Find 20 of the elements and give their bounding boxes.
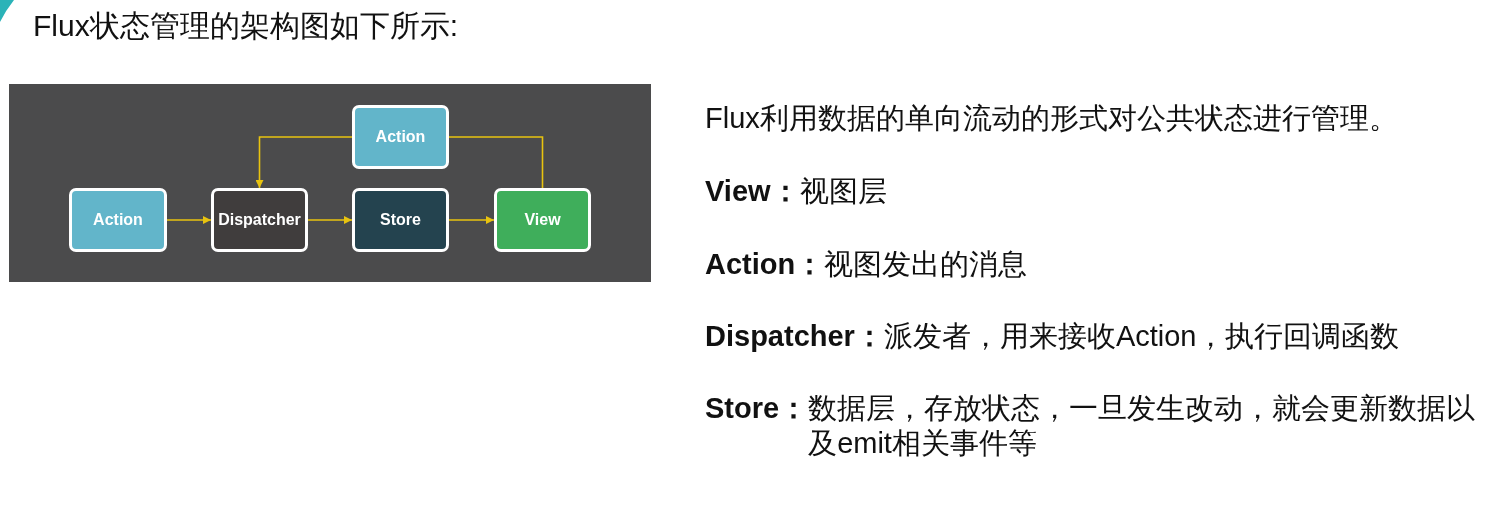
description-text: View：视图层 [705,174,887,209]
description-text: Dispatcher：派发者，用来接收Action，执行回调函数 [705,319,1400,354]
process-box [69,188,167,252]
node-label: Store [380,210,421,230]
title-text: Flux状态管理的架构图如下所示: [33,8,458,44]
process-box [352,188,449,252]
description-text: Flux利用数据的单向流动的形式对公共状态进行管理。 [705,101,1398,136]
process-box [211,188,308,252]
arrow [448,216,495,224]
node-label: Dispatcher [218,210,301,230]
process-box [352,105,449,169]
node-label: Action [93,210,143,230]
arrow [307,216,353,224]
arrow [255,136,353,189]
arrow [166,216,212,224]
process-box [494,188,591,252]
description-text: Store：数据层，存放状态，一旦发生改动，就会更新数据以及emit相关事件等 [705,391,1477,461]
node-label: View [524,210,561,230]
node-label: Action [375,127,426,147]
description-text: Action：视图发出的消息 [705,247,1028,282]
